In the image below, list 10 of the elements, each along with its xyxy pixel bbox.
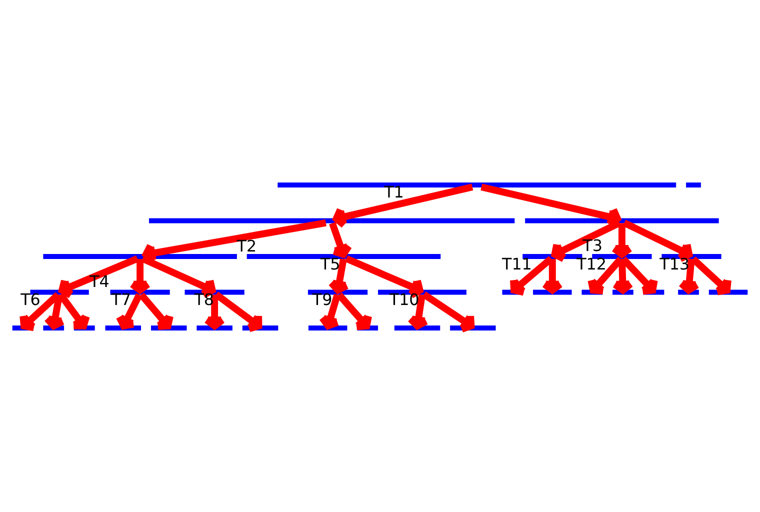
edge-label: T5	[320, 254, 340, 273]
edge-label: T1	[384, 182, 404, 202]
edge-label: T2	[236, 236, 257, 255]
edge-label: T12	[576, 254, 607, 273]
edge-label: T3	[582, 236, 602, 255]
edge-label: T11	[502, 254, 532, 273]
edge-label: T6	[20, 290, 40, 309]
edge-label: T7	[111, 290, 132, 309]
edge-label: T9	[312, 290, 332, 309]
edge-label: T4	[90, 272, 110, 291]
